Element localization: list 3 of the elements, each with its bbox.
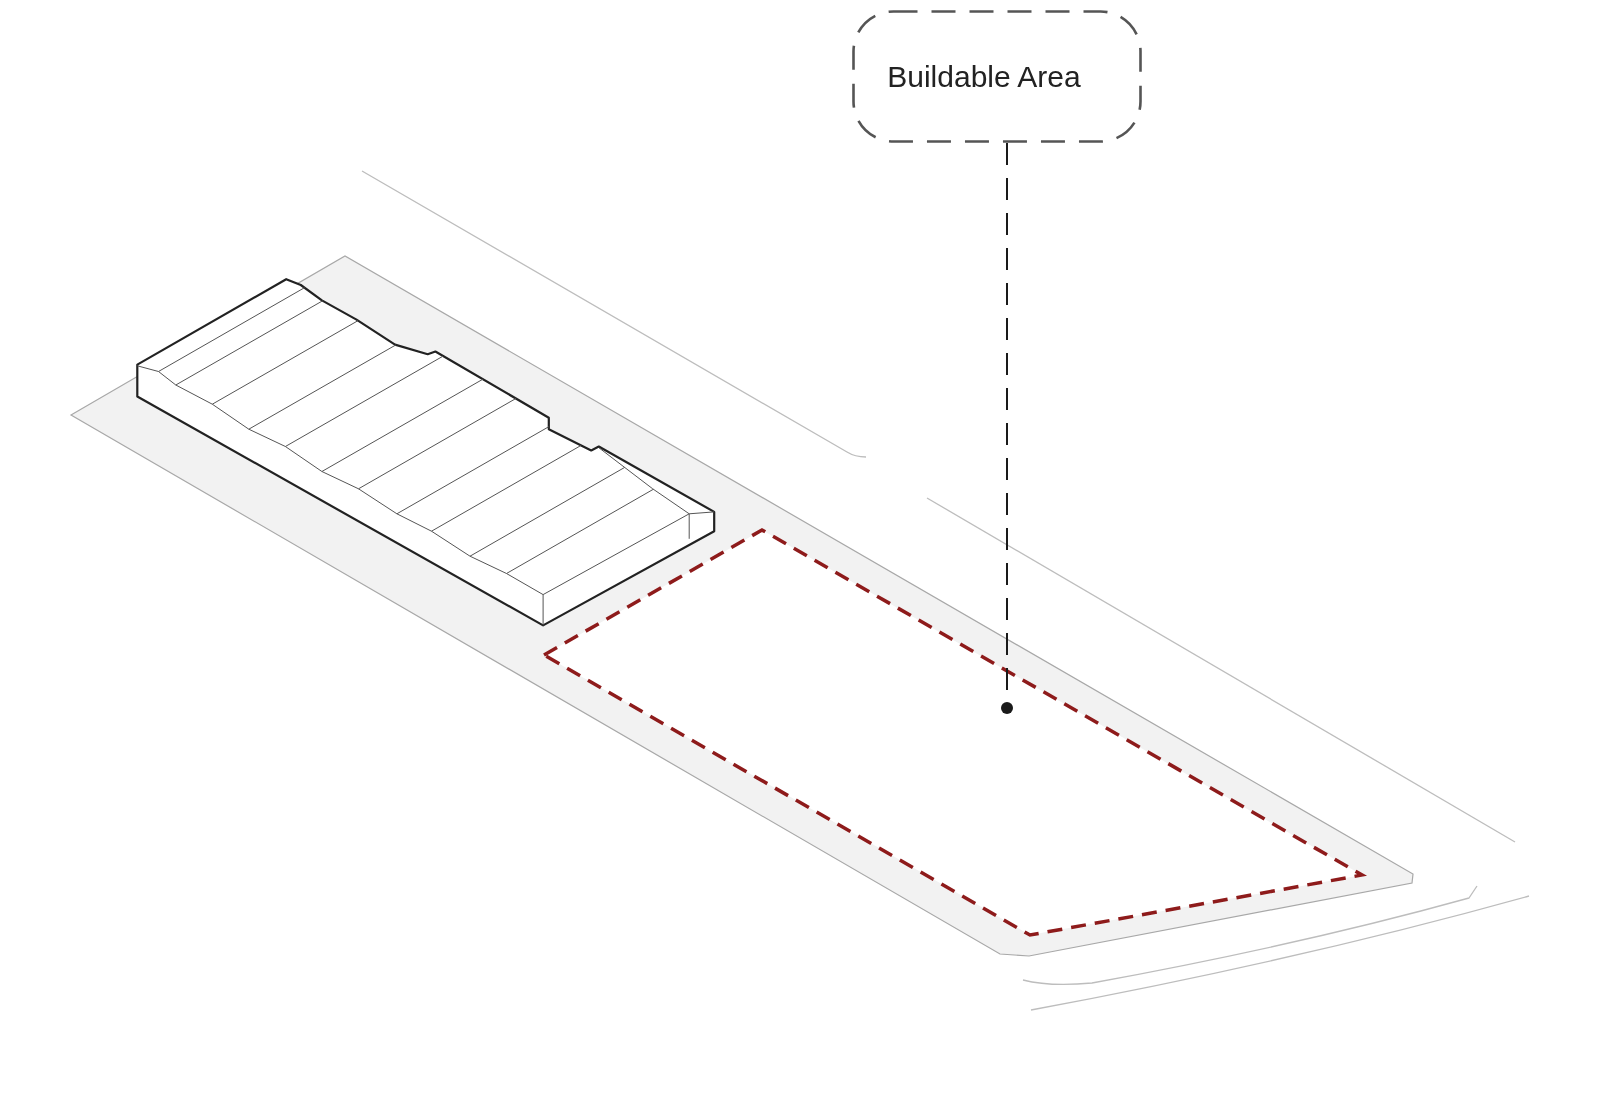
callout-label: Buildable Area [887, 58, 1081, 95]
buildable-area-outline [542, 528, 1364, 937]
leader-line [1001, 142, 1013, 714]
